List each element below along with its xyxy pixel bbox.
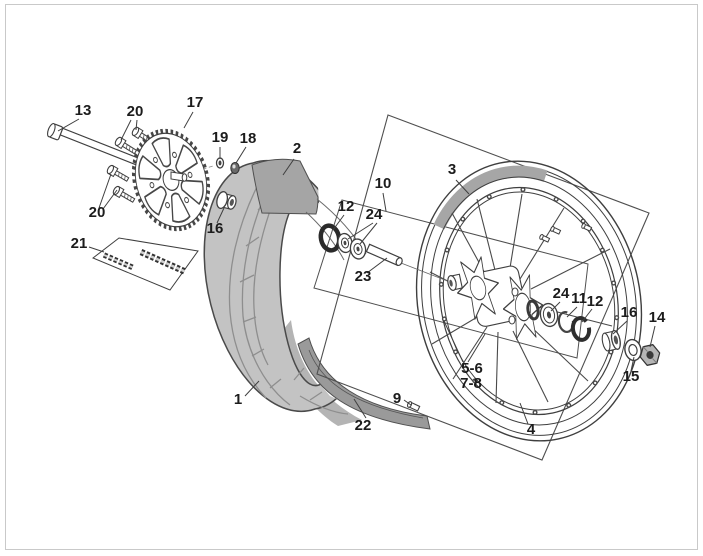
spoke-nipple-9 xyxy=(406,401,421,412)
leader-lines xyxy=(57,111,656,425)
rim xyxy=(415,160,643,442)
part-label-3: 3 xyxy=(448,161,456,178)
sprocket-bolt-holes xyxy=(149,151,193,209)
chain-kit xyxy=(92,237,199,291)
part-label-24-left: 24 xyxy=(366,206,383,223)
part-label-21: 21 xyxy=(71,235,88,252)
dust-seal-left xyxy=(318,223,342,253)
rim-band-crescent xyxy=(297,337,431,430)
rim-gray-band xyxy=(420,165,638,437)
spacer-left xyxy=(216,191,237,210)
part-label-11: 11 xyxy=(571,290,587,307)
axle-spacer-tube xyxy=(365,243,403,267)
axle-nut xyxy=(639,344,661,366)
part-label-16-left: 16 xyxy=(207,220,224,237)
part-label-10: 10 xyxy=(375,175,392,192)
bolt xyxy=(106,164,130,182)
part-label-9: 9 xyxy=(393,390,401,407)
hub-flange-left xyxy=(457,256,499,320)
part-label-4: 4 xyxy=(527,421,536,438)
part-label-24-right: 24 xyxy=(553,285,570,302)
hub-spindle-end xyxy=(447,273,463,291)
dust-seal-right xyxy=(570,316,592,342)
sprocket-hub-stud xyxy=(170,171,188,182)
spoke-nipples-loose xyxy=(406,223,593,412)
axle-axis-line xyxy=(400,262,451,283)
small-washer-19 xyxy=(215,157,225,169)
spacer-right xyxy=(601,329,621,352)
small-nut-18 xyxy=(230,162,240,174)
part-label-2: 2 xyxy=(293,140,301,157)
rear-sprocket xyxy=(131,128,211,232)
bolt xyxy=(112,185,136,203)
part-label-23: 23 xyxy=(355,268,372,285)
part-label-7-8: 7-8 xyxy=(460,375,482,392)
part-label-5-6: 5-6 xyxy=(461,360,483,377)
part-label-17: 17 xyxy=(187,94,204,111)
part-label-1: 1 xyxy=(234,391,242,408)
part-label-15: 15 xyxy=(623,368,640,385)
part-label-18: 18 xyxy=(240,130,257,147)
callout-labels: 1 2 3 4 5-6 7-8 9 10 11 12 12 13 14 15 1… xyxy=(71,94,666,438)
part-label-19: 19 xyxy=(212,129,229,146)
bearing-left-2 xyxy=(349,238,367,260)
sprocket-bolts xyxy=(106,126,155,203)
page-border xyxy=(5,4,698,550)
tire-tread-band xyxy=(251,158,319,215)
washer xyxy=(624,338,642,362)
tire xyxy=(203,158,431,430)
bolt xyxy=(114,136,138,155)
sprocket-cutouts xyxy=(138,137,204,223)
part-label-14: 14 xyxy=(649,309,666,326)
hub xyxy=(447,256,544,340)
outer-frame-box xyxy=(316,114,650,461)
part-label-16-right: 16 xyxy=(621,304,638,321)
part-label-22: 22 xyxy=(355,417,372,434)
rim-band-inner-line xyxy=(308,349,424,419)
part-label-20-top: 20 xyxy=(127,103,144,120)
part-label-13: 13 xyxy=(75,102,92,119)
bearing-kit-box xyxy=(313,199,589,359)
part-label-12-left: 12 xyxy=(338,198,355,215)
part-label-20-bottom: 20 xyxy=(89,204,106,221)
hub-seal xyxy=(526,299,540,321)
part-label-12-right: 12 xyxy=(587,293,604,310)
